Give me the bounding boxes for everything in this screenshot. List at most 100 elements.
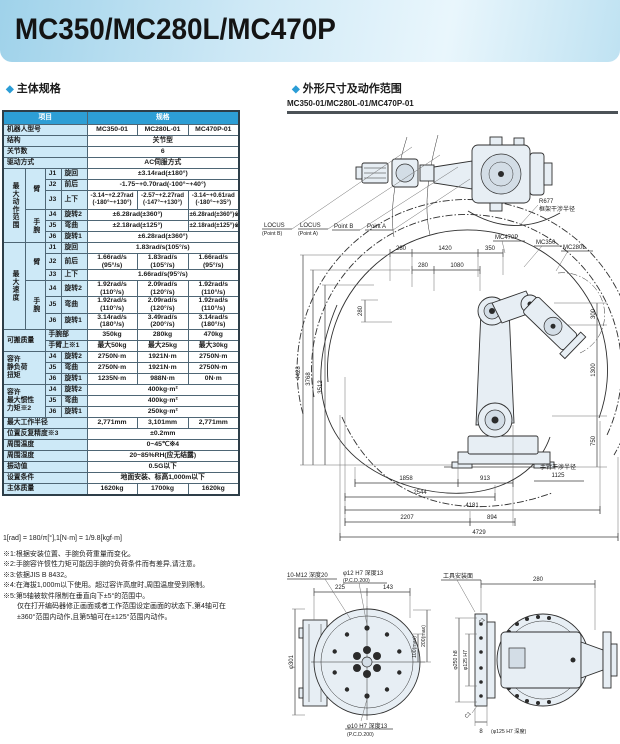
mc470p-label: MC470P	[495, 235, 518, 241]
motion-label: 旋转2	[60, 209, 88, 221]
row-label: 设置条件	[2, 471, 88, 484]
cell-value: -2.57~+2.27rad (-147°~+130°)	[136, 190, 189, 210]
cell-value: 3.49rad/s (200°/s)	[136, 312, 189, 330]
subtitle-rule	[287, 111, 618, 114]
sub-group-label: 手腕	[24, 280, 46, 330]
dim-label: 1300	[591, 363, 597, 377]
cell-value: MC350-01	[86, 124, 138, 136]
dim-label: 143	[383, 585, 394, 591]
dim-label: 2544	[413, 490, 427, 496]
table-row: 容许 静负荷 扭矩 J4 旋转2 2750N·m 1921N·m 2750N·m	[2, 350, 240, 385]
pin-spec-label: φ12 H7 深度13	[343, 570, 384, 577]
joint-label: J3	[44, 269, 62, 282]
dim-label: φ250 h8	[453, 650, 459, 669]
wrist-side-view: 280 工具安装面 φ250 h8 φ125 H7 C1 C1 8 (φ125 …	[441, 572, 618, 735]
cell-value: 3.14rad/s (180°/s)	[86, 312, 138, 330]
pin10-spec-label: φ10 H7 深度13	[347, 722, 388, 730]
diamond-icon: ◆	[292, 84, 300, 95]
cell-value: 3.14rad/s (180°/s)	[187, 312, 240, 330]
cell-value: ±6.28rad(±360°)※5	[187, 209, 240, 221]
cell-value: 0.5G以下	[86, 460, 240, 473]
envelope-inner-boundary	[320, 304, 551, 494]
cell-value: 1921N·m	[136, 350, 189, 363]
cell-value: 988N·m	[136, 372, 189, 385]
cell-value: ±6.28rad(±360°)	[86, 209, 189, 221]
r677-label: R677	[539, 199, 554, 205]
cell-value: 6	[86, 146, 240, 158]
header-band: MC350/MC280L/MC470P	[0, 0, 620, 62]
cell-value: ±2.18rad(±125°)※5	[187, 220, 240, 232]
envelope-arc-mc470p	[327, 229, 608, 419]
tool-face-label: 工具安装面	[443, 572, 473, 580]
cell-value: 470kg	[187, 328, 240, 341]
dim-label: 3768	[306, 372, 312, 386]
cell-value: MC470P-01	[187, 124, 240, 136]
table-row: J2 前后 1.66rad/s (95°/s) 1.83rad/s (105°/…	[3, 252, 240, 271]
joint-label: J4	[44, 383, 62, 396]
table-row: 周围湿度 20~85%RH(应无结露)	[2, 449, 240, 462]
extended-arm-assembly	[355, 136, 553, 212]
dim-label: 1080	[450, 263, 464, 269]
r677-leader	[519, 204, 539, 226]
cell-value: 250kg·m²	[86, 405, 240, 418]
spec-table: 项目 规格 机器人型号 MC350-01 MC280L-01 MC470P-01…	[2, 110, 241, 496]
row-label: 关节数	[2, 146, 88, 158]
row-label: 主体质量	[2, 482, 88, 496]
cell-value: 0~45℃※4	[86, 438, 240, 451]
table-row: 容许 最大惯性 力矩※2 J4 旋转2 400kg·m²	[2, 383, 240, 418]
cell-value: ±6.28rad(±360°)	[86, 231, 240, 243]
cell-value: 1.92rad/s (110°/s)	[86, 280, 138, 298]
joint-label: J6	[44, 405, 62, 418]
pin-spec-pcd: (P.C.D.200)	[343, 578, 370, 584]
depth-note-label: (φ125 H7 深度)	[491, 727, 527, 735]
dim-label: φ301	[289, 654, 295, 669]
table-row: J5 弯曲 400kg·m²	[3, 394, 240, 407]
sub-group-label: 手腕	[24, 209, 46, 243]
group-label: 可搬质量	[2, 328, 46, 352]
table-row: 设置条件 地面安装、标高1,000m以下	[2, 471, 240, 484]
dim-label: 1420	[438, 246, 452, 252]
arm-radius-value: 1125	[552, 473, 566, 479]
table-row: 主体质量 1620kg 1700kg 1620kg	[2, 482, 240, 496]
joint-label: J5	[44, 361, 62, 374]
table-row: J6 旋转1 250kg·m²	[3, 405, 240, 418]
motion-range-diagram: R677 框架干涉半径 LOCUS (Point B) LOCUS (Point…	[262, 134, 620, 541]
dim-label: 280	[533, 577, 544, 583]
motion-label: 旋转2	[60, 383, 88, 396]
row-label: 位置反复精度※3	[2, 427, 88, 440]
joint-label: J5	[44, 220, 62, 232]
joint-label: J2	[44, 179, 62, 191]
cell-value: -3.14~+2.27rad (-180°~+130°)	[86, 190, 138, 210]
dim-label: 2207	[400, 515, 414, 521]
footnote-5: ※5:第5轴被软件限制在垂直向下±5°的范围中。	[3, 592, 150, 600]
joint-label: J5	[44, 394, 62, 407]
dim-label: 4181	[465, 503, 479, 509]
point-a-label: Point A	[367, 224, 386, 230]
cell-value: 1.92rad/s (110°/s)	[86, 296, 138, 314]
dim-label: φ125 H7	[463, 650, 469, 670]
motion-label: 旋转1	[60, 372, 88, 385]
row-label: 周围湿度	[2, 449, 88, 462]
point-b-label: Point B	[334, 224, 353, 230]
table-row: J3 上下 1.66rad/s(95°/s)	[3, 269, 240, 282]
footnote-3: ※3:依据JIS B 8432。	[3, 571, 72, 579]
dim-label: 3512	[318, 380, 324, 394]
cell-value: 1620kg	[86, 482, 138, 496]
group-label: 容许 静负荷 扭矩	[2, 350, 46, 385]
cell-value: 2,771mm	[187, 416, 240, 429]
cell-value: 最大30kg	[187, 339, 240, 352]
motion-label: 弯曲	[60, 220, 88, 232]
group-label: 最大动作范围	[2, 168, 26, 243]
section-title-specs: ◆主体规格	[6, 83, 61, 95]
frame-radius-label: 框架干涉半径	[539, 205, 575, 213]
unit-conversion-note: 1[rad] = 180/π[°],1[N·m] = 1/9.8[kgf·m]	[3, 535, 122, 542]
cell-value: 1.83rad/s(105°/s)	[86, 242, 240, 254]
table-row: J5 弯曲 ±2.18rad(±125°) ±2.18rad(±125°)※5	[3, 220, 240, 232]
cell-value: 1.66rad/s (95°/s)	[187, 252, 240, 271]
table-row: 手腕 J4 旋转2 1.92rad/s (110°/s) 2.09rad/s (…	[3, 280, 240, 330]
cell-value: -1.75~+0.70rad(-100°~+40°)	[86, 179, 240, 191]
table-row: J5 弯曲 1.92rad/s (110°/s) 2.09rad/s (120°…	[3, 296, 240, 314]
cell-value: 0N·m	[187, 372, 240, 385]
motion-label: 旋转1	[60, 405, 88, 418]
